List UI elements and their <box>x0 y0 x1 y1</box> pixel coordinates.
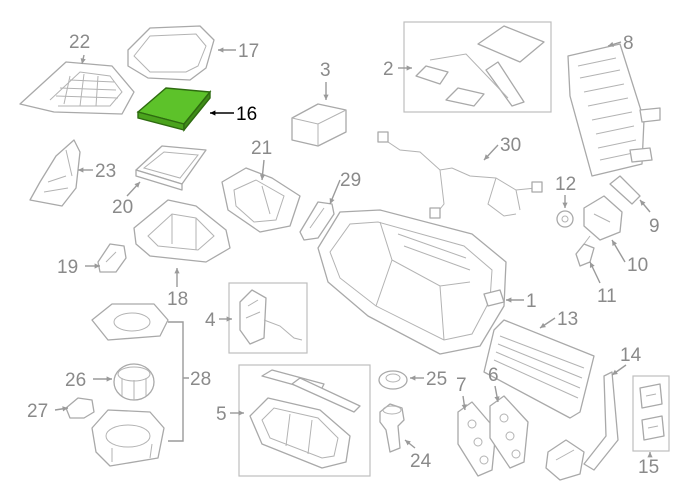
leader-arrow-19 <box>94 263 100 269</box>
callout-12[interactable]: 12 <box>555 174 576 195</box>
leader-arrow-20 <box>134 182 140 188</box>
part-27[interactable] <box>65 397 95 419</box>
callout-23[interactable]: 23 <box>95 161 116 182</box>
part-1[interactable] <box>317 209 507 355</box>
leader-arrow-26 <box>106 376 112 382</box>
leader-arrow-23 <box>78 167 84 173</box>
leader-arrow-24 <box>405 440 411 446</box>
part-19[interactable] <box>97 243 127 273</box>
part-7[interactable] <box>457 401 497 477</box>
leader-arrow-17 <box>218 47 224 53</box>
part-14[interactable] <box>545 371 619 481</box>
group-box-2 <box>403 21 552 113</box>
leader-arrow-16 <box>210 110 216 116</box>
part-22[interactable] <box>19 61 135 115</box>
leader-arrow-8 <box>608 41 614 47</box>
group-box-15 <box>632 375 670 452</box>
part-28-lower[interactable] <box>91 409 165 467</box>
part-13[interactable] <box>483 319 595 419</box>
callout-29[interactable]: 29 <box>340 170 361 191</box>
part-12[interactable] <box>556 210 574 228</box>
callout-6[interactable]: 6 <box>488 365 499 386</box>
leader-arrow-21 <box>259 174 266 180</box>
group-4-parts[interactable] <box>239 289 303 345</box>
callout-21[interactable]: 21 <box>251 138 272 159</box>
leader-arrow-22 <box>80 58 86 64</box>
part-21[interactable] <box>221 167 301 233</box>
part-28-upper[interactable] <box>91 303 169 341</box>
leader-arrow-11 <box>589 262 595 268</box>
callout-10[interactable]: 10 <box>627 255 648 276</box>
part-29[interactable] <box>299 201 335 241</box>
leader-arrow-13 <box>540 322 546 328</box>
leader-arrow-4 <box>226 316 232 322</box>
part-30[interactable] <box>377 131 543 219</box>
leader-arrow-12 <box>562 202 568 208</box>
callout-5[interactable]: 5 <box>216 404 227 425</box>
callout-7[interactable]: 7 <box>456 375 467 396</box>
part-23[interactable] <box>29 139 81 207</box>
callout-8[interactable]: 8 <box>623 33 634 54</box>
part-6[interactable] <box>489 395 529 469</box>
bracket-28 <box>168 321 189 442</box>
callout-15[interactable]: 15 <box>638 457 659 478</box>
callout-13[interactable]: 13 <box>557 309 578 330</box>
callout-18[interactable]: 18 <box>167 289 188 310</box>
group-5-parts[interactable] <box>249 369 361 469</box>
callout-28[interactable]: 28 <box>190 369 211 390</box>
callout-30[interactable]: 30 <box>500 135 521 156</box>
callout-16[interactable]: 16 <box>236 104 257 125</box>
part-16-cabin-filter[interactable] <box>136 87 212 132</box>
leader-arrow-14 <box>612 369 618 375</box>
part-16-edge <box>183 90 211 132</box>
leader-arrow-6 <box>494 396 500 402</box>
group-2-parts[interactable] <box>415 25 545 107</box>
callout-9[interactable]: 9 <box>649 216 660 237</box>
callout-14[interactable]: 14 <box>620 345 642 366</box>
callout-17[interactable]: 17 <box>238 41 259 62</box>
callout-20[interactable]: 20 <box>112 197 133 218</box>
callout-4[interactable]: 4 <box>205 310 216 331</box>
leader-arrow-9 <box>640 200 646 206</box>
callout-24[interactable]: 24 <box>410 451 432 472</box>
callouts: 1 2 3 4 5 6 7 8 9 10 11 12 13 14 15 16 1… <box>27 32 660 478</box>
callout-11[interactable]: 11 <box>597 286 617 307</box>
part-3[interactable] <box>291 103 347 147</box>
part-18[interactable] <box>133 199 231 263</box>
part-8[interactable] <box>567 43 661 177</box>
part-10[interactable] <box>583 195 623 241</box>
part-17[interactable] <box>127 25 215 81</box>
group-15-parts[interactable] <box>639 383 665 441</box>
leader-arrow-27 <box>62 406 68 412</box>
leader-arrow-7 <box>461 404 467 410</box>
callout-22[interactable]: 22 <box>69 32 90 53</box>
callout-25[interactable]: 25 <box>426 369 447 390</box>
leader-arrow-5 <box>238 410 244 416</box>
part-20[interactable] <box>135 145 207 191</box>
callout-26[interactable]: 26 <box>65 370 86 391</box>
leader-arrow-29 <box>329 198 335 204</box>
callout-1[interactable]: 1 <box>526 291 537 312</box>
leader-arrow-3 <box>323 94 329 100</box>
callout-27[interactable]: 27 <box>27 401 48 422</box>
part-24[interactable] <box>379 403 405 453</box>
leader-arrow-25 <box>410 375 416 381</box>
leader-arrow-2 <box>406 65 412 71</box>
part-25[interactable] <box>378 370 408 390</box>
callout-2[interactable]: 2 <box>383 59 394 80</box>
leader-arrow-30 <box>484 154 490 160</box>
group-box-5 <box>238 364 371 477</box>
part-11[interactable] <box>575 235 595 267</box>
callout-19[interactable]: 19 <box>57 257 78 278</box>
leader-arrow-18 <box>174 268 180 274</box>
callout-3[interactable]: 3 <box>320 60 331 81</box>
part-9[interactable] <box>609 175 641 205</box>
leader-arrow-1 <box>506 297 512 303</box>
part-26[interactable] <box>113 363 155 401</box>
leader-arrow-15 <box>647 452 653 458</box>
leader-arrow-10 <box>612 240 617 246</box>
leader-lines <box>54 41 653 458</box>
